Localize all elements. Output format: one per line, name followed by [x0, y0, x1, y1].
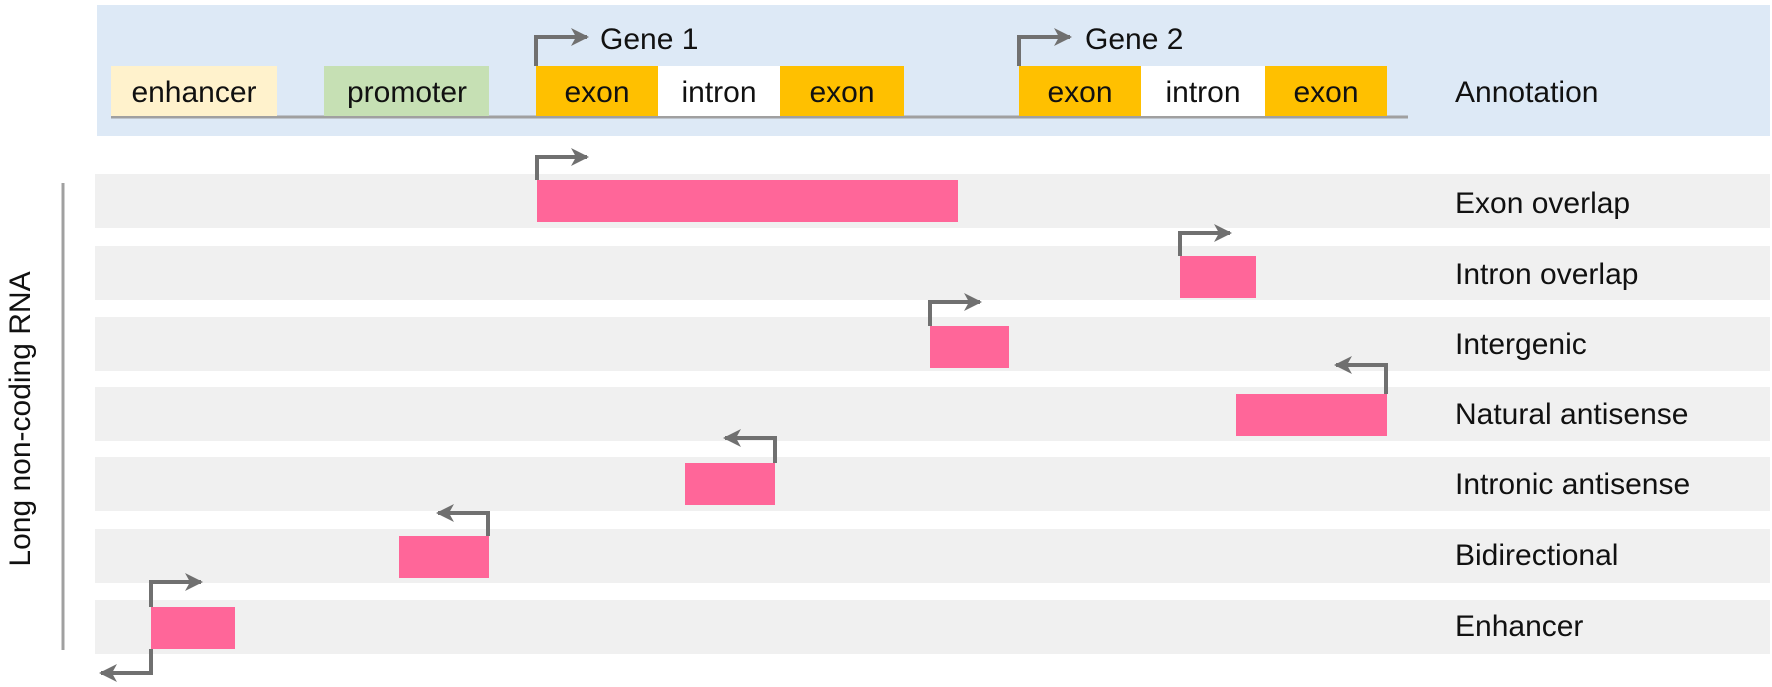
row-background: [95, 387, 1770, 441]
forward-tss-arrow-icon: [149, 573, 203, 607]
forward-tss-arrow-icon: [1178, 224, 1232, 256]
gene-1-intron-label: intron: [681, 76, 756, 109]
gene-2-exon-2-label: exon: [1293, 76, 1358, 109]
row-label: Intron overlap: [1455, 258, 1638, 291]
gene-1-exon-2-label: exon: [809, 76, 874, 109]
promoter-box: [324, 66, 489, 116]
row-label: Intergenic: [1455, 328, 1587, 361]
lncrna-transcript: [1180, 256, 1256, 298]
lncrna-transcript: [1236, 394, 1387, 436]
row-label: Enhancer: [1455, 610, 1583, 643]
gene-2-tss-arrow-icon: [1017, 28, 1072, 66]
reverse-tss-arrow-icon: [723, 429, 777, 463]
row-label: Natural antisense: [1455, 398, 1688, 431]
row-label: Exon overlap: [1455, 187, 1630, 220]
row-intronic-antisense: Intronic antisense: [95, 429, 1770, 511]
row-background: [95, 246, 1770, 300]
forward-tss-arrow-icon: [535, 148, 589, 180]
gene-1-tss-arrow-icon: [534, 28, 589, 66]
row-background: [95, 529, 1770, 583]
reverse-tss-arrow-icon: [99, 649, 153, 682]
gene-1-exon-2: [780, 66, 904, 116]
gene-1-intron: [658, 66, 780, 116]
gene-2-intron: [1141, 66, 1265, 116]
lncrna-transcript: [537, 180, 958, 222]
gene-1-label: Gene 1: [600, 23, 698, 56]
row-natural-antisense: Natural antisense: [95, 356, 1770, 441]
reverse-tss-arrow-icon: [1334, 356, 1388, 394]
gene-2-label: Gene 2: [1085, 23, 1183, 56]
promoter-element: promoter: [324, 66, 489, 116]
lncrna-transcript: [930, 326, 1009, 368]
row-label: Intronic antisense: [1455, 468, 1690, 501]
lncrna-transcript: [399, 536, 489, 578]
row-intergenic: Intergenic: [95, 293, 1770, 371]
lncrna-transcript: [685, 463, 775, 505]
lncrna-transcript: [151, 607, 235, 649]
gene-2-exon-1-label: exon: [1047, 76, 1112, 109]
enhancer-label: enhancer: [131, 76, 256, 109]
row-exon-overlap: Exon overlap: [95, 148, 1770, 228]
gene-2: Gene 2 exon intron exon: [1017, 23, 1387, 116]
gene-2-exon-1: [1019, 66, 1141, 116]
reverse-tss-arrow-icon: [436, 504, 490, 536]
row-background: [95, 457, 1770, 511]
promoter-label: promoter: [347, 76, 467, 109]
row-background: [95, 600, 1770, 654]
gene-1-exon-1-label: exon: [564, 76, 629, 109]
gene-2-exon-2: [1265, 66, 1387, 116]
row-label: Bidirectional: [1455, 539, 1618, 572]
gene-1: Gene 1 exon intron exon: [534, 23, 904, 116]
row-intron-overlap: Intron overlap: [95, 224, 1770, 300]
row-enhancer: Enhancer: [95, 573, 1770, 682]
lncrna-side-label: Long non-coding RNA: [4, 271, 37, 566]
enhancer-element: enhancer: [111, 66, 277, 116]
annotation-label: Annotation: [1455, 76, 1598, 109]
row-bidirectional: Bidirectional: [95, 504, 1770, 583]
gene-1-exon-1: [536, 66, 658, 116]
enhancer-box: [111, 66, 277, 116]
gene-2-intron-label: intron: [1165, 76, 1240, 109]
forward-tss-arrow-icon: [928, 293, 982, 326]
